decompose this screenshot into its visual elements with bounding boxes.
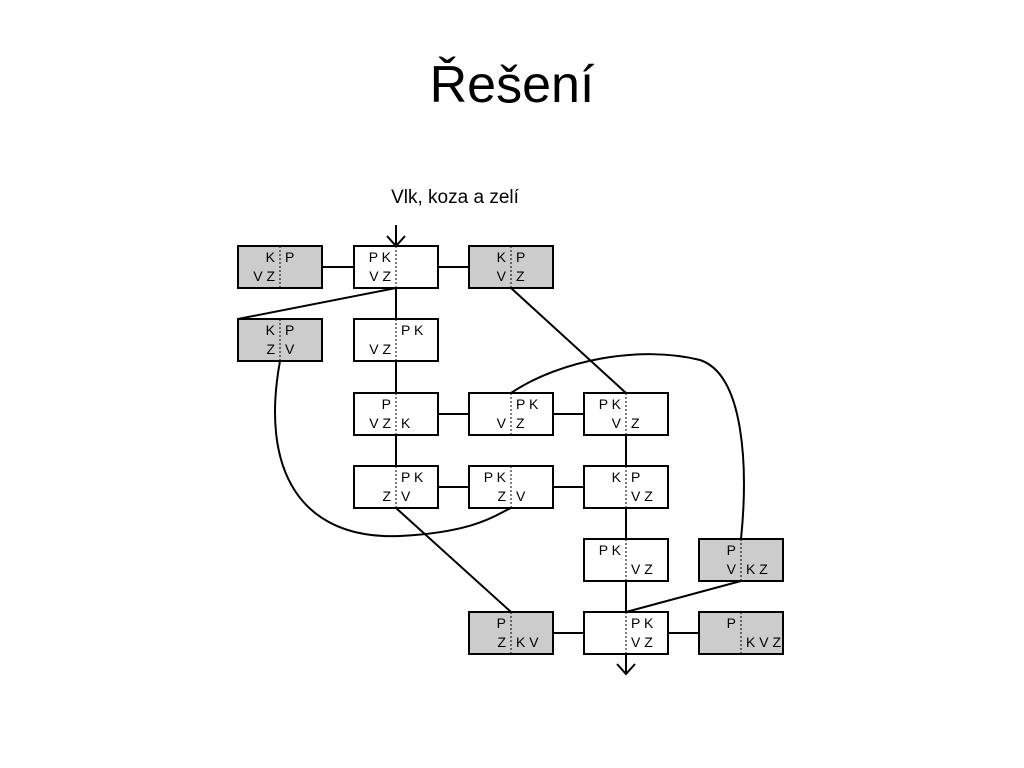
- right-bank-top: P: [516, 249, 525, 265]
- left-bank-top: P: [727, 542, 736, 558]
- left-bank-top: P: [497, 615, 506, 631]
- right-bank-bottom: K V Z: [746, 634, 781, 650]
- arrows-layer: [386, 225, 636, 676]
- state-box-s7: V P K Z: [468, 392, 554, 436]
- right-bank-bottom: V: [285, 341, 295, 357]
- end-arrow-head: [616, 663, 636, 676]
- left-bank-top: P: [382, 396, 391, 412]
- right-bank-top: P K: [401, 322, 424, 338]
- left-bank-bottom: Z: [497, 634, 506, 650]
- right-bank-top: P K: [401, 469, 424, 485]
- diagram-caption: Vlk, koza a zelí: [391, 187, 519, 208]
- left-bank-bottom: Z: [382, 488, 391, 504]
- state-box-s15: P K V Z: [583, 611, 669, 655]
- right-bank-bottom: V Z: [631, 634, 653, 650]
- left-bank-bottom: V Z: [369, 341, 391, 357]
- state-box-s6: P V Z K: [353, 392, 439, 436]
- state-box-s2: K V Z P: [237, 245, 323, 289]
- left-bank-bottom: V: [497, 415, 507, 431]
- right-bank-bottom: V Z: [631, 488, 653, 504]
- left-bank-top: K: [266, 249, 276, 265]
- edge-s7-s13: [510, 353, 745, 540]
- right-bank-top: P: [631, 469, 640, 485]
- left-bank-top: K: [612, 469, 622, 485]
- right-bank-bottom: V: [516, 488, 526, 504]
- right-bank-bottom: K Z: [746, 561, 768, 577]
- state-rect: [353, 318, 439, 362]
- edge-s13-s15: [625, 580, 742, 613]
- left-bank-bottom: V: [612, 415, 622, 431]
- edge-s3-s11: [510, 287, 627, 394]
- right-bank-bottom: Z: [631, 415, 640, 431]
- left-bank-top: P K: [599, 396, 622, 412]
- edge-s9-s14: [395, 507, 512, 613]
- left-bank-bottom: V Z: [369, 415, 391, 431]
- left-bank-bottom: V Z: [369, 268, 391, 284]
- left-bank-bottom: V Z: [253, 268, 275, 284]
- state-box-s14: PZ K V: [468, 611, 554, 655]
- edges-layer: [237, 266, 745, 634]
- state-box-s5: V Z P K: [353, 318, 439, 362]
- left-bank-top: P K: [599, 542, 622, 558]
- state-box-s16: P K V Z: [698, 611, 784, 655]
- state-box-s1: P K V Z: [353, 245, 439, 289]
- state-box-s12: P K V Z: [583, 538, 669, 582]
- left-bank-top: P: [727, 615, 736, 631]
- right-bank-bottom: Z: [516, 268, 525, 284]
- edge-s4-s10: [274, 360, 512, 538]
- state-box-s13: PV K Z: [698, 538, 784, 582]
- left-bank-bottom: V: [727, 561, 737, 577]
- left-bank-top: K: [497, 249, 507, 265]
- state-box-s9: Z P K V: [353, 465, 439, 509]
- right-bank-bottom: K V: [516, 634, 539, 650]
- right-bank-top: P: [285, 322, 294, 338]
- right-bank-top: P K: [631, 615, 654, 631]
- edge-s1-s4: [237, 287, 397, 320]
- right-bank-bottom: V Z: [631, 561, 653, 577]
- right-bank-top: P: [285, 249, 294, 265]
- slide-title: Řešení: [429, 56, 595, 114]
- left-bank-top: P K: [484, 469, 507, 485]
- left-bank-top: K: [266, 322, 276, 338]
- left-bank-bottom: V: [497, 268, 507, 284]
- right-bank-bottom: V: [401, 488, 411, 504]
- left-bank-top: P K: [369, 249, 392, 265]
- right-bank-bottom: Z: [516, 415, 525, 431]
- left-bank-bottom: Z: [497, 488, 506, 504]
- right-bank-top: P K: [516, 396, 539, 412]
- right-bank-bottom: K: [401, 415, 411, 431]
- left-bank-bottom: Z: [266, 341, 275, 357]
